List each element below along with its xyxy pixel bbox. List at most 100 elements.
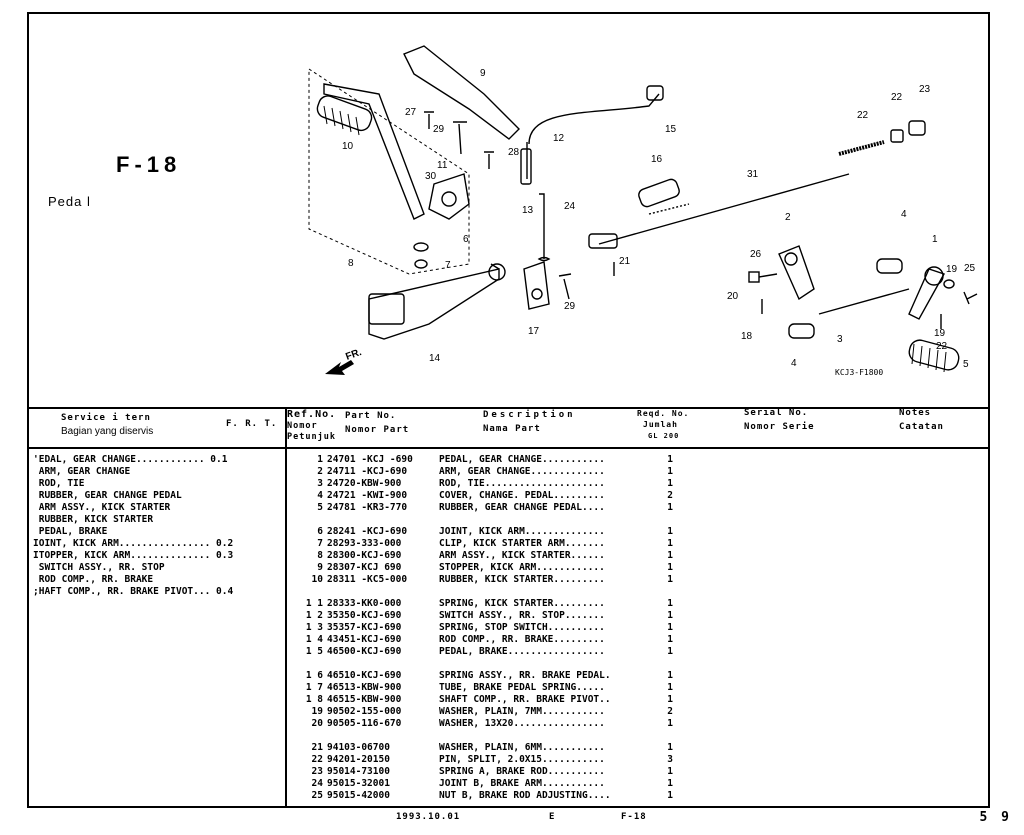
part-number: 28241 -KCJ-690 [327, 526, 408, 537]
quantity: 2 [667, 706, 673, 717]
service-item: ITOPPER, KICK ARM.............. 0.3 [33, 550, 234, 561]
group-spacer [301, 658, 673, 670]
callout-number: 21 [619, 256, 631, 267]
part-description: STOPPER, KICK ARM............ [439, 562, 605, 573]
part-number: 46500-KCJ-690 [327, 646, 402, 657]
ref-number: 1 7 [305, 682, 323, 693]
callout-number: 8 [348, 258, 354, 269]
ref-number: 10 [311, 574, 323, 585]
part-description: PEDAL, BRAKE................. [439, 646, 605, 657]
quantity: 1 [667, 538, 673, 549]
service-item: IOINT, KICK ARM................ 0.2 [33, 538, 234, 549]
part-description: SPRING ASSY., RR. BRAKE PEDAL. [439, 670, 611, 681]
header-notes: Notes [899, 408, 932, 418]
part-description: WASHER, PLAIN, 6MM........... [439, 742, 605, 753]
callout-number: 3 [837, 334, 843, 345]
service-item: ROD, TIE [33, 478, 85, 489]
callout-number: 29 [433, 124, 445, 135]
part-description: ROD COMP., RR. BRAKE......... [439, 634, 605, 645]
quantity: 1 [667, 562, 673, 573]
footer-section: F-18 [621, 812, 647, 822]
ref-number: 21 [311, 742, 323, 753]
quantity: 1 [667, 478, 673, 489]
quantity: 1 [667, 526, 673, 537]
ref-number: 24 [311, 778, 323, 789]
ref-number: 1 [317, 454, 323, 465]
part-number: 94103-06700 [327, 742, 390, 753]
ref-number: 19 [311, 706, 323, 717]
quantity: 1 [667, 610, 673, 621]
ref-number: 1 4 [305, 634, 323, 645]
callout-number: 19 [946, 264, 958, 275]
header-service-item-id: Bagian yang diservis [61, 426, 154, 437]
part-number: 28300-KCJ-690 [327, 550, 402, 561]
column-divider [285, 407, 287, 808]
part-description: ARM, GEAR CHANGE............. [439, 466, 605, 477]
ref-number: 1 8 [305, 694, 323, 705]
parts-table: 1 24701 -KCJ -690 PEDAL, GEAR CHANGE......… [301, 454, 673, 802]
ref-number: 4 [317, 490, 323, 501]
part-description: CLIP, KICK STARTER ARM....... [439, 538, 605, 549]
callout-number: 6 [463, 234, 469, 245]
part-description: SPRING, KICK STARTER......... [439, 598, 605, 609]
callout-number: 16 [651, 154, 663, 165]
part-number: 24701 -KCJ -690 [327, 454, 413, 465]
quantity: 3 [667, 754, 673, 765]
direction-label: FR. [344, 347, 363, 363]
ref-number: 5 [317, 502, 323, 513]
part-description: COVER, CHANGE. PEDAL......... [439, 490, 605, 501]
callout-number: 20 [727, 291, 739, 302]
callout-number: 10 [342, 141, 354, 152]
part-description: PEDAL, GEAR CHANGE........... [439, 454, 605, 465]
group-spacer [301, 586, 673, 598]
callout-number: 4 [901, 209, 907, 220]
quantity: 1 [667, 622, 673, 633]
callout-number: 24 [564, 201, 576, 212]
quantity: 1 [667, 790, 673, 801]
callout-number: 26 [750, 249, 762, 260]
ref-number: 22 [311, 754, 323, 765]
part-description: JOINT, KICK ARM.............. [439, 526, 605, 537]
callout-number: 2 [785, 212, 791, 223]
part-description: SWITCH ASSY., RR. STOP....... [439, 610, 605, 621]
table-row: 21 94103-06700 WASHER, PLAIN, 6MM.........… [301, 742, 673, 754]
ref-number: 1 3 [305, 622, 323, 633]
page-number: 5 9 [979, 810, 1012, 825]
part-description: SPRING A, BRAKE ROD.......... [439, 766, 605, 777]
quantity: 1 [667, 778, 673, 789]
quantity: 1 [667, 574, 673, 585]
header-description-id: Nama Part [483, 424, 541, 434]
part-number: 28333-KK0-000 [327, 598, 402, 609]
header-notes-id: Catatan [899, 422, 944, 432]
quantity: 1 [667, 502, 673, 513]
part-number: 28293-333-000 [327, 538, 402, 549]
callout-number: 31 [747, 169, 759, 180]
header-part-no-id: Nomor Part [345, 425, 410, 435]
service-item: SWITCH ASSY., RR. STOP [33, 562, 165, 573]
callout-number: 5 [963, 359, 969, 370]
quantity: 1 [667, 454, 673, 465]
ref-number: 25 [311, 790, 323, 801]
part-description: WASHER, PLAIN, 7MM........... [439, 706, 605, 717]
section-code: F-18 [116, 152, 182, 177]
catalog-page-frame: F-18 Peda l [27, 12, 990, 822]
callout-number: 30 [425, 171, 437, 182]
part-description: PIN, SPLIT, 2.0X15........... [439, 754, 605, 765]
ref-number: 20 [311, 718, 323, 729]
ref-number: 9 [317, 562, 323, 573]
callout-number: 17 [528, 326, 540, 337]
table-row: 1 24701 -KCJ -690 PEDAL, GEAR CHANGE......… [301, 454, 673, 466]
